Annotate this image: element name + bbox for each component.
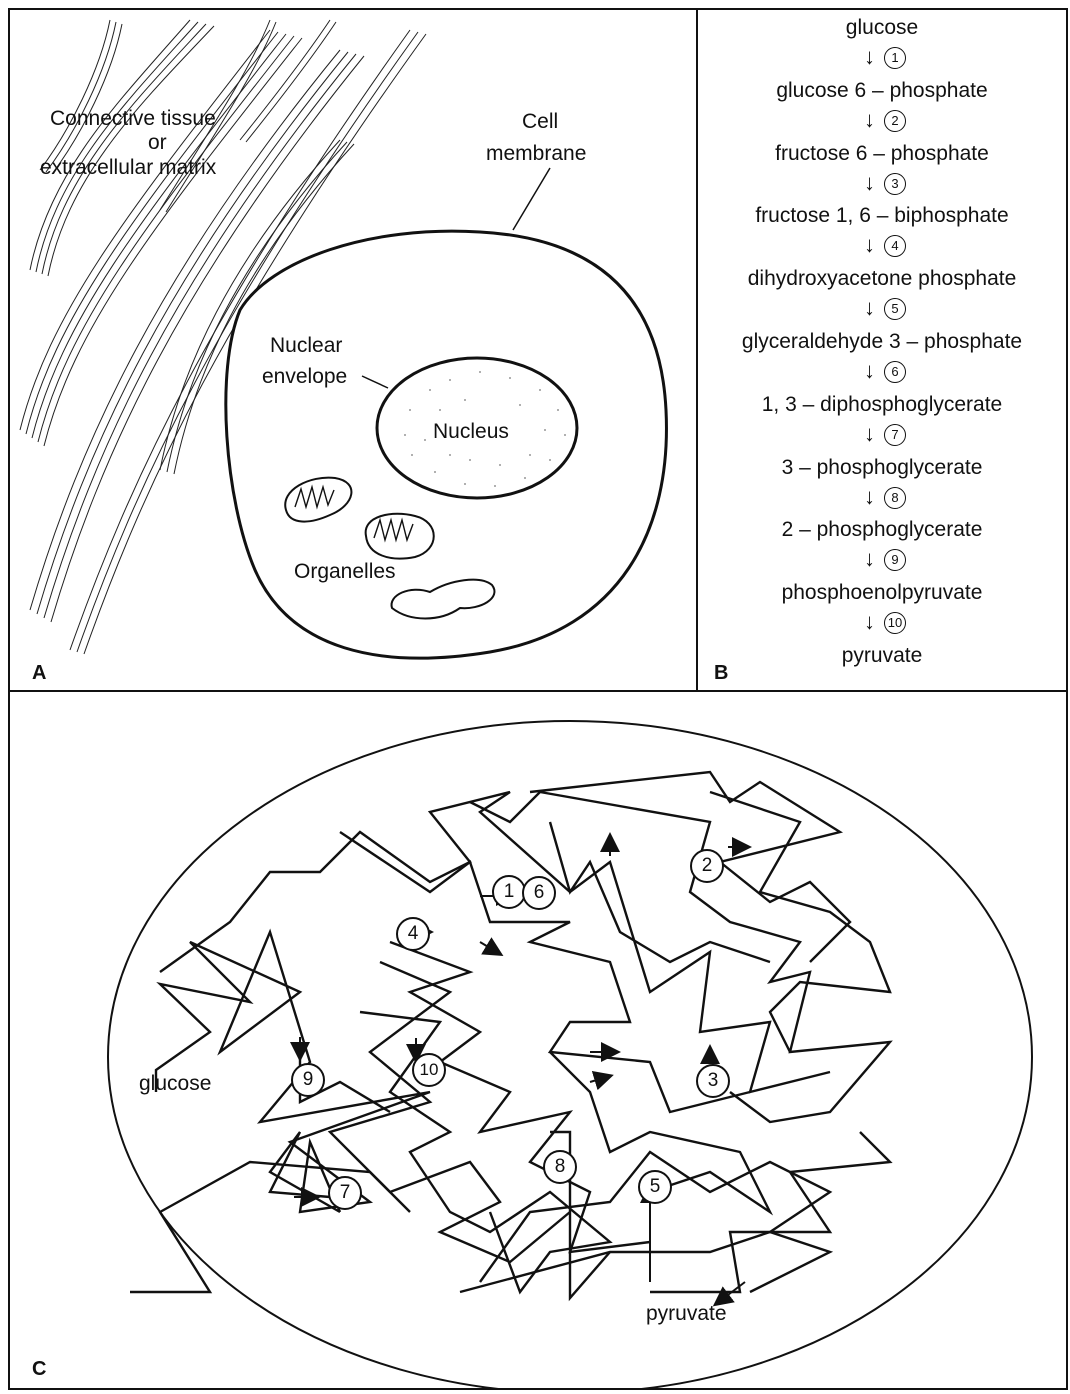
enzyme-circle-3: 3 [696, 1064, 730, 1098]
enzyme-circle-9: 9 [291, 1063, 325, 1097]
down-arrow-icon: ↓ [864, 44, 875, 70]
extracellular-matrix-label: extracellular matrix [40, 156, 216, 180]
mitochondrion-2 [366, 514, 434, 559]
enzyme-circle-1: 1 [492, 875, 526, 909]
enzyme-circle-5: 5 [638, 1170, 672, 1204]
panel-a-cell-diagram: Connective tissue or extracellular matri… [8, 8, 698, 692]
panel-c-letter: C [32, 1358, 46, 1381]
enzyme-circle-8: 8 [543, 1150, 577, 1184]
glucose-start-label: glucose [139, 1072, 211, 1096]
pathway-arrow-row: ↓2 [698, 107, 1066, 135]
pathway-arrow-row: ↓1 [698, 44, 1066, 72]
enzyme-number: 7 [884, 424, 906, 446]
enzyme-number: 2 [884, 110, 906, 132]
enzyme-number: 3 [884, 173, 906, 195]
enzyme-number: 4 [884, 235, 906, 257]
pathway-step: glyceraldehyde 3 – phosphate [698, 330, 1066, 354]
pyruvate-end-label: pyruvate [646, 1302, 727, 1326]
pathway-arrow-row: ↓4 [698, 232, 1066, 260]
pathway-step: glucose 6 – phosphate [698, 79, 1066, 103]
pathway-step: 3 – phosphoglycerate [698, 456, 1066, 480]
down-arrow-icon: ↓ [864, 170, 875, 196]
pathway-arrow-row: ↓ 10 [698, 609, 1066, 637]
panel-a-letter: A [32, 662, 46, 685]
connective-or-label: or [148, 131, 167, 155]
enzyme-number: 1 [884, 47, 906, 69]
pathway-arrow-row: ↓9 [698, 546, 1066, 574]
enzyme-circle-7: 7 [328, 1176, 362, 1210]
pathway-arrow-row: ↓6 [698, 358, 1066, 386]
enzyme-number: 9 [884, 549, 906, 571]
nuclear-envelope-label-line2: envelope [262, 365, 347, 389]
enzyme-number: 10 [884, 612, 906, 634]
enzyme-circle-2: 2 [690, 849, 724, 883]
nuclear-envelope-label-line1: Nuclear [270, 334, 342, 358]
down-arrow-icon: ↓ [864, 609, 875, 635]
panel-b-letter: B [714, 662, 728, 685]
pathway-step: phosphoenolpyruvate [698, 581, 1066, 605]
connective-tissue-label: Connective tissue [50, 107, 216, 131]
down-arrow-icon: ↓ [864, 484, 875, 510]
pathway-arrow-row: ↓5 [698, 295, 1066, 323]
enzyme-number: 6 [884, 361, 906, 383]
pathway-step: dihydroxyacetone phosphate [698, 267, 1066, 291]
pathway-step: 2 – phosphoglycerate [698, 518, 1066, 542]
random-walk-illustration [10, 692, 1066, 1388]
pathway-arrow-row: ↓3 [698, 170, 1066, 198]
pathway-step: 1, 3 – diphosphoglycerate [698, 393, 1066, 417]
pathway-step: fructose 1, 6 – biphosphate [698, 204, 1066, 228]
panel-c-random-pathway: glucose pyruvate 1 2 3 4 5 6 7 8 9 10 C [8, 690, 1068, 1390]
down-arrow-icon: ↓ [864, 107, 875, 133]
enzyme-circle-4: 4 [396, 917, 430, 951]
down-arrow-icon: ↓ [864, 358, 875, 384]
enzyme-number: 5 [884, 298, 906, 320]
enzyme-circle-6: 6 [522, 876, 556, 910]
enzyme-circle-10: 10 [412, 1053, 446, 1087]
down-arrow-icon: ↓ [864, 232, 875, 258]
enzyme-number: 8 [884, 487, 906, 509]
down-arrow-icon: ↓ [864, 421, 875, 447]
nucleus-label: Nucleus [433, 420, 509, 444]
down-arrow-icon: ↓ [864, 546, 875, 572]
down-arrow-icon: ↓ [864, 295, 875, 321]
pathway-step: fructose 6 – phosphate [698, 142, 1066, 166]
organelles-label: Organelles [294, 560, 396, 584]
pathway-step: pyruvate [698, 644, 1066, 668]
pathway-step: glucose [698, 16, 1066, 40]
cell-membrane-label-line2: membrane [486, 142, 586, 166]
cell-membrane-label-line1: Cell [522, 110, 558, 134]
pathway-arrow-row: ↓8 [698, 484, 1066, 512]
pathway-arrow-row: ↓7 [698, 421, 1066, 449]
